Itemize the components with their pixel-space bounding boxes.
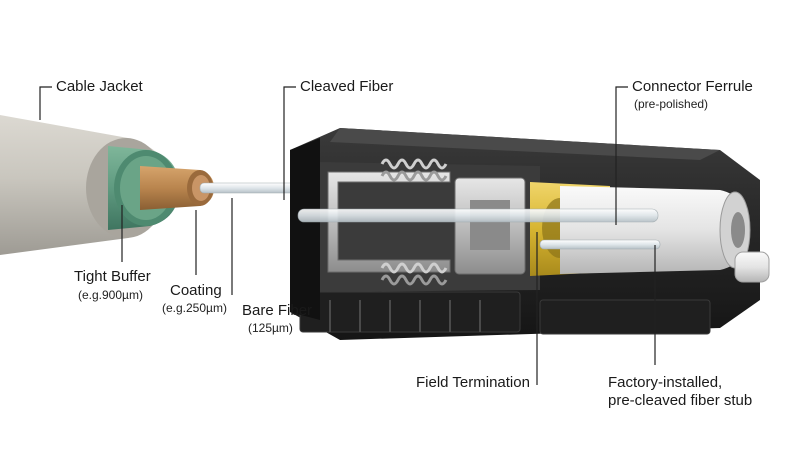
tight-buffer-size-label: (e.g.900µm) — [78, 288, 143, 302]
connector-ferrule — [560, 186, 770, 283]
factory-stub-label-line1: Factory-installed, — [608, 374, 723, 391]
tight-buffer-label: Tight Buffer — [74, 268, 151, 285]
connector-ferrule-note-label: (pre-polished) — [634, 97, 709, 111]
coating-size-label: (e.g.250µm) — [162, 301, 227, 315]
connector-cutaway — [320, 162, 540, 292]
factory-stub-label-line2: pre-cleaved fiber stub — [608, 392, 753, 409]
bare-fiber-size-label: (125µm) — [248, 321, 293, 335]
bare-fiber — [199, 182, 298, 194]
fiber-through-connector — [297, 208, 661, 250]
bare-fiber-label: Bare Fiber — [242, 302, 313, 319]
cable-jacket-label: Cable Jacket — [56, 78, 143, 95]
coating-label: Coating — [170, 282, 222, 299]
spring-bottom — [380, 262, 448, 286]
leader-lines — [39, 86, 656, 385]
spring-top — [380, 158, 448, 182]
cleaved-fiber-label: Cleaved Fiber — [300, 78, 394, 95]
field-termination-label: Field Termination — [416, 374, 530, 391]
connector-ferrule-label: Connector Ferrule — [632, 78, 753, 95]
